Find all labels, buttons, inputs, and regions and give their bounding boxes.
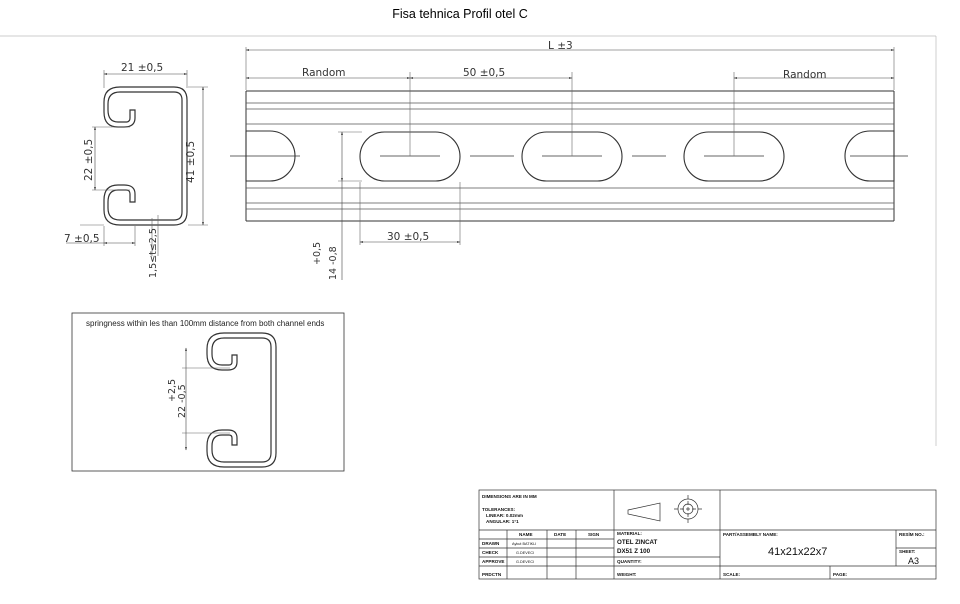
dim-length: L ±3: [548, 40, 573, 52]
tb-linear: LINEAR: 0.02mm: [486, 513, 523, 518]
c-profile-outline: [103, 86, 188, 226]
dim-lip: 7 ±0,5: [64, 233, 100, 245]
springness-note: springness within les than 100mm distanc…: [86, 319, 324, 328]
tb-row-label: APPROVE: [482, 559, 504, 564]
title-block: DIMENSIONS ARE IN MM TOLERANCES: LINEAR:…: [478, 489, 937, 580]
tb-row-name: Aykut BATIKLI: [512, 542, 536, 546]
tb-row-label: PRDCTN: [482, 572, 502, 577]
sheet-frame: [0, 35, 937, 446]
dim-pitch: 50 ±0,5: [463, 67, 505, 79]
strip-ribs: [246, 102, 894, 210]
tb-sheet-label: SHEET:: [899, 549, 916, 554]
tb-drawing-no-label: RESİM NO.:: [899, 531, 925, 537]
tb-angular: ANGULAR: 1°1: [486, 519, 519, 524]
dim-slot-length: 30 ±0,5: [387, 231, 429, 243]
tb-scale-label: SCALE:: [723, 572, 741, 577]
tb-material-line1: OTEL ZINCAT: [617, 539, 658, 546]
tb-row-label: DRAWN: [482, 541, 500, 546]
tb-dims-note: DIMENSIONS ARE IN MM: [482, 494, 537, 499]
tb-quantity-label: QUANTITY:: [617, 559, 642, 564]
tb-part-label: PART/ASSEMBLY NAME:: [723, 532, 778, 537]
tb-row-label: CHECK: [482, 550, 499, 555]
section-view: 21 ±0,5 22 ±0,5 41 ±0,5 7 ±0,5 1,5≤t≤2,5: [64, 62, 208, 278]
springness-dim-tol: +2,5: [167, 379, 178, 402]
dim-random-right: Random: [783, 69, 826, 81]
springness-box: [71, 312, 345, 472]
dim-width: 21 ±0,5: [121, 62, 163, 74]
tb-weight-label: WEIGHT:: [617, 572, 637, 577]
tb-row-name: G.DEVECI: [516, 551, 534, 555]
projection-symbol-icon: [627, 495, 702, 523]
dim-opening: 22 ±0,5: [83, 139, 95, 181]
tb-sheet-value: A3: [908, 556, 919, 566]
dim-slot-width-tol: +0,5: [312, 242, 323, 265]
springness-detail: springness within les than 100mm distanc…: [71, 312, 345, 472]
springness-dim-value: 22 -0,5: [177, 384, 188, 418]
dim-height: 41 ±0,5: [185, 141, 197, 183]
springness-profile: [206, 332, 277, 468]
tb-part-value: 41x21x22x7: [768, 546, 827, 558]
tb-tolerances-label: TOLERANCES:: [482, 507, 516, 512]
tb-col-name: NAME: [519, 532, 533, 537]
dim-slot-width: 14 -0,8: [328, 246, 339, 280]
side-view: L ±3 Random 50 ±0,5 Random 30 ±0,5 +0,5 …: [230, 40, 908, 280]
tb-col-sign: SIGN: [588, 532, 600, 537]
tb-row-name: G.DEVECI: [516, 560, 534, 564]
tb-material-label: MATERIAL:: [617, 531, 642, 536]
dim-thickness: 1,5≤t≤2,5: [148, 228, 159, 278]
page-title: Fisa tehnica Profil otel C: [392, 7, 528, 21]
tb-material-line2: DX51 Z 100: [617, 548, 651, 555]
tb-page-label: PAGE:: [833, 572, 848, 577]
dim-random-left: Random: [302, 67, 345, 79]
tb-col-date: DATE: [554, 532, 566, 537]
